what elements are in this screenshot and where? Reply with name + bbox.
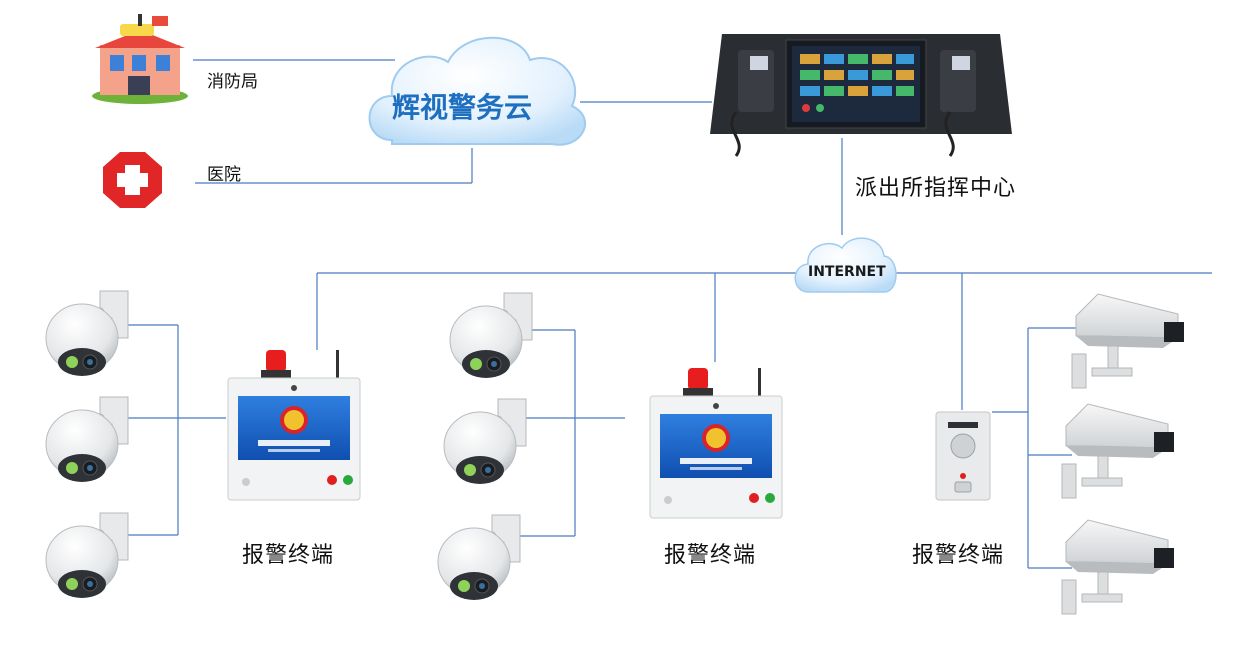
command-console-icon — [710, 34, 1012, 157]
fire-station-icon — [92, 14, 188, 104]
dome-camera-icon — [437, 514, 521, 601]
box-camera-icon — [1061, 519, 1175, 615]
hospital-label: 医院 — [207, 165, 241, 185]
dome-camera-icon — [45, 512, 129, 599]
dome-camera-icon — [449, 292, 533, 379]
command-center-label: 派出所指挥中心 — [855, 176, 1017, 201]
alarm-terminal-label-2: 报警终端 — [664, 543, 757, 568]
internet-cloud-icon — [794, 237, 897, 293]
internet-label: INTERNET — [808, 264, 886, 280]
police-cloud-label: 辉视警务云 — [392, 91, 533, 124]
connection-lines — [122, 59, 1212, 569]
alarm-terminal-label-3: 报警终端 — [912, 543, 1005, 568]
dome-camera-icon — [45, 396, 129, 483]
dome-camera-icon — [443, 398, 527, 485]
box-camera-icon — [1071, 293, 1185, 389]
box-camera-icon — [1061, 403, 1175, 499]
dome-camera-icon — [45, 290, 129, 377]
alarm-terminal-label-1: 报警终端 — [242, 543, 335, 568]
hospital-icon — [103, 152, 162, 208]
intercom-panel-icon — [935, 411, 991, 501]
alarm-terminal-icon — [649, 367, 783, 519]
police-cloud-icon — [368, 36, 586, 146]
alarm-terminal-icon — [227, 349, 361, 501]
fire-station-label: 消防局 — [207, 72, 258, 92]
